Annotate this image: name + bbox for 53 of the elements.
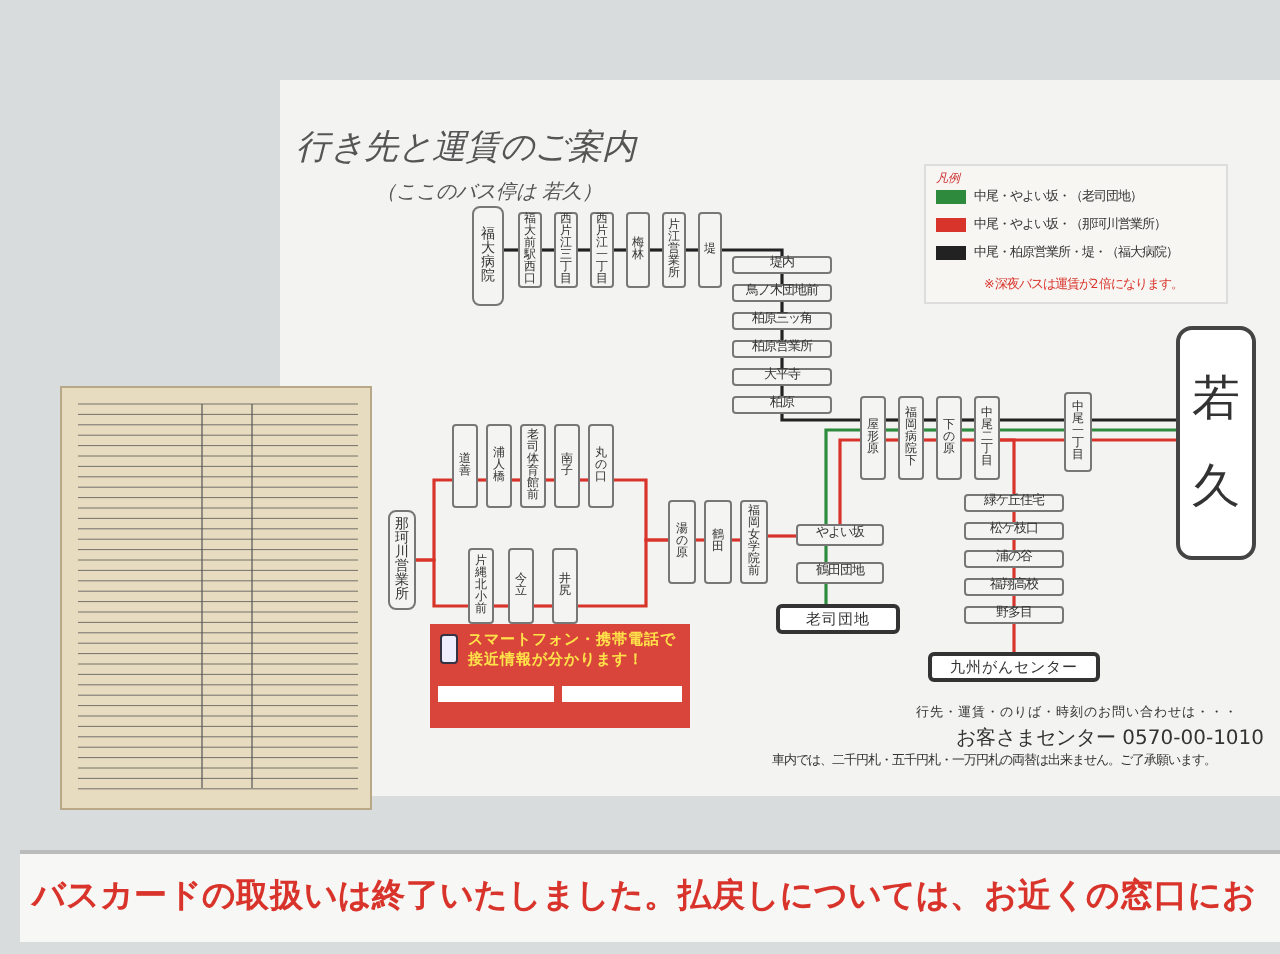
route-line — [924, 418, 936, 422]
route-line — [722, 248, 784, 256]
route-line — [534, 604, 552, 608]
route-line — [512, 478, 520, 482]
route-line — [1092, 428, 1176, 432]
route-line — [1012, 512, 1016, 522]
route-line — [1000, 418, 1064, 422]
route-line — [578, 248, 590, 252]
route-line — [1012, 596, 1016, 606]
route-line — [824, 428, 860, 524]
route-line — [824, 584, 828, 604]
route-line — [962, 428, 974, 432]
route-line — [580, 478, 588, 482]
route-line — [478, 478, 486, 482]
route-line — [732, 538, 740, 542]
phone-number-text: お客さまセンター 0570-00-1010 — [956, 725, 1265, 752]
title: 行き先と運賃のご案内 — [296, 126, 640, 172]
route-line — [1092, 418, 1176, 422]
route-line — [1012, 568, 1016, 578]
route-line — [886, 418, 898, 422]
route-line — [504, 248, 518, 252]
route-line — [780, 386, 784, 396]
route-line — [780, 414, 860, 422]
banner-text: バスカードの取扱いは終了いたしました。払戻しについては、お近くの窓口にお — [32, 874, 1256, 918]
route-line — [1012, 624, 1016, 652]
route-line — [886, 438, 898, 442]
route-line — [1000, 438, 1016, 494]
route-line — [780, 302, 784, 312]
route-line — [768, 534, 796, 538]
route-line — [614, 248, 626, 252]
route-line — [780, 274, 784, 284]
route-line — [686, 248, 698, 252]
route-line — [824, 546, 828, 562]
route-line — [962, 438, 974, 442]
route-line — [1012, 540, 1016, 550]
route-line — [494, 604, 508, 608]
route-line — [546, 478, 554, 482]
terminal-box: 若久 — [1176, 326, 1256, 560]
route-line — [924, 438, 936, 442]
route-line — [1092, 438, 1176, 442]
route-line — [780, 330, 784, 340]
route-line — [780, 358, 784, 368]
route-line — [578, 538, 668, 608]
route-line — [696, 538, 704, 542]
route-line — [924, 428, 936, 432]
route-line — [886, 428, 898, 432]
route-line — [542, 248, 554, 252]
subtitle: （ここのバス停は 若久） — [376, 179, 603, 206]
route-line — [416, 558, 468, 608]
route-line — [650, 248, 662, 252]
route-line — [1000, 428, 1064, 432]
route-line — [838, 438, 860, 524]
route-line — [962, 418, 974, 422]
